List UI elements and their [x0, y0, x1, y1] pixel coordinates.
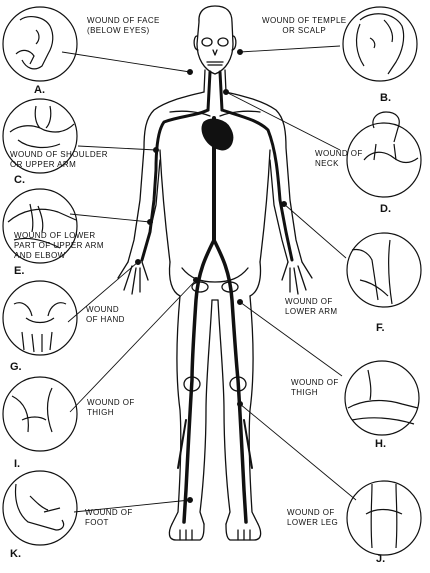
panel-f-letter: F. [376, 322, 385, 334]
panel-j-circle [346, 480, 422, 556]
panel-a-letter: A. [34, 84, 45, 96]
panel-e-letter: E. [14, 265, 25, 277]
panel-k-circle [2, 470, 78, 546]
panel-k-letter: K. [10, 548, 21, 560]
body-figure [117, 5, 313, 541]
panel-b-letter: B. [380, 92, 391, 104]
panel-d-label: WOUND OF NECK [315, 149, 363, 168]
panel-i-label: WOUND OF THIGH [87, 398, 135, 417]
panel-b-label: WOUND OF TEMPLE OR SCALP [262, 16, 347, 35]
arterial-system [135, 49, 294, 524]
panel-e-label: WOUND OF LOWER PART OF UPPER ARM AND ELB… [14, 231, 104, 260]
panel-f-circle [346, 232, 422, 308]
panel-a-label: WOUND OF FACE (BELOW EYES) [87, 16, 160, 35]
leader-lines [61, 45, 357, 513]
panel-g-circle [2, 280, 78, 356]
panel-c-label: WOUND OF SHOULDER OR UPPER ARM [10, 150, 108, 169]
panel-e-circle [2, 188, 78, 264]
panel-c-circle [2, 98, 78, 174]
panel-d-circle [346, 111, 422, 198]
panel-j-letter: J. [376, 553, 386, 565]
panel-h-letter: H. [375, 438, 386, 450]
panel-j-label: WOUND OF LOWER LEG [287, 508, 339, 527]
panel-h-circle [344, 360, 420, 436]
panel-b-circle [342, 6, 418, 82]
panel-c-letter: C. [14, 174, 25, 186]
panel-d-letter: D. [380, 203, 391, 215]
panel-k-label: WOUND OF FOOT [85, 508, 133, 527]
panel-i-letter: I. [14, 458, 21, 470]
panel-g-letter: G. [10, 361, 22, 373]
panel-f-label: WOUND OF LOWER ARM [285, 297, 338, 316]
panel-h-label: WOUND OF THIGH [291, 378, 339, 397]
panel-i-circle [2, 376, 78, 452]
panel-a-circle [2, 6, 78, 82]
panel-g-label: WOUND OF HAND [86, 305, 125, 324]
